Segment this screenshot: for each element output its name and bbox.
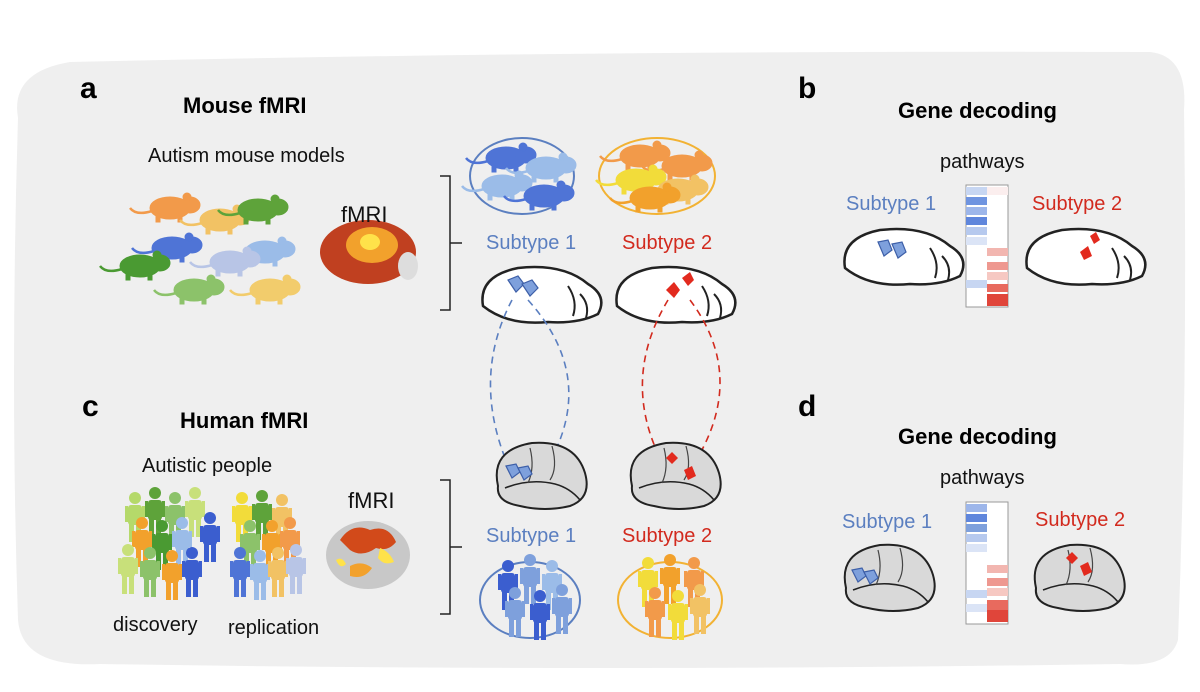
mouse-brain-b-subtype1 (843, 227, 965, 286)
panel-d-subtype1-label: Subtype 1 (842, 511, 933, 533)
mouse-brain-subtype2 (615, 265, 737, 324)
panel-b-subtype1-label: Subtype 1 (846, 193, 937, 215)
panel-letter-d: d (798, 390, 817, 423)
bracket-a (440, 175, 462, 311)
human-fmri-brain (326, 521, 410, 589)
human-brain-d-subtype1 (843, 543, 936, 612)
panel-b-title: Gene decoding (898, 98, 1057, 123)
human-brain-subtype2 (629, 441, 722, 510)
mouse-brain-subtype1 (481, 265, 603, 324)
background-panel (14, 51, 1186, 668)
mouse-subtype2-label: Subtype 2 (622, 232, 713, 254)
human-subtype1-label: Subtype 1 (486, 525, 577, 547)
human-brain-d-subtype2 (1033, 543, 1126, 612)
human-brain-subtype1 (495, 441, 588, 510)
human-subtype2-label: Subtype 2 (622, 525, 713, 547)
panel-letter-c: c (82, 390, 99, 423)
link-subtype2 (641, 299, 721, 471)
autistic-people-label: Autistic people (142, 455, 273, 477)
heatmap-d (965, 501, 1009, 625)
human-fmri-label: fMRI (348, 488, 395, 513)
mouse-fmri-label: fMRI (341, 202, 388, 227)
subtype2-people-cluster (617, 554, 723, 640)
subtype1-mouse-cluster (460, 137, 578, 215)
heatmap-b (965, 184, 1009, 308)
panel-b-subtype2-label: Subtype 2 (1032, 193, 1123, 215)
mouse-brain-b-subtype2 (1025, 227, 1147, 286)
panel-a-title: Mouse fMRI (183, 93, 307, 118)
subtype2-mouse-cluster (594, 137, 716, 215)
mouse-subtype1-label: Subtype 1 (486, 232, 577, 254)
panel-d-subtype2-label: Subtype 2 (1035, 509, 1126, 531)
panel-c-title: Human fMRI (180, 408, 309, 433)
panel-letter-a: a (80, 72, 97, 105)
mouse-models-label: Autism mouse models (148, 145, 345, 167)
subtype1-people-cluster (479, 554, 581, 640)
panel-d-pathways-label: pathways (940, 467, 1025, 489)
panel-b-pathways-label: pathways (940, 151, 1025, 173)
bracket-c (440, 479, 462, 615)
discovery-label: discovery (113, 614, 198, 636)
panel-letter-b: b (798, 72, 817, 105)
replication-label: replication (228, 617, 320, 639)
panel-d-title: Gene decoding (898, 424, 1057, 449)
mouse-fmri-brain (320, 220, 418, 284)
